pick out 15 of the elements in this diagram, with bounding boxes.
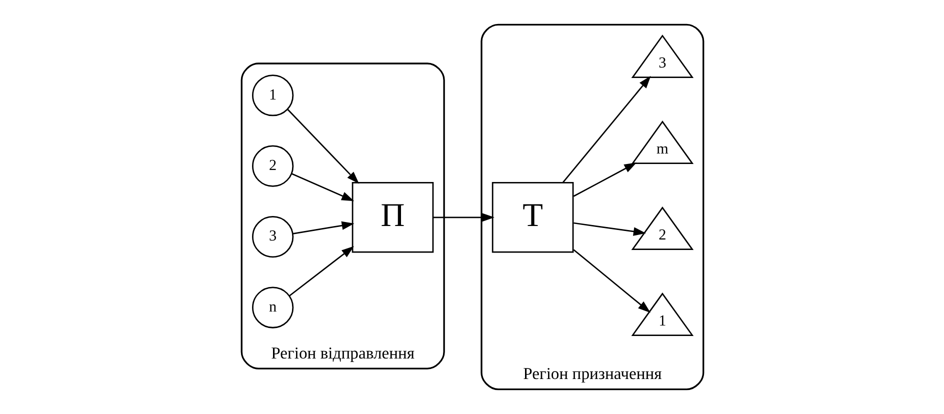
arrow [290, 173, 354, 202]
node-circle: 2 [252, 145, 294, 187]
arrow [432, 213, 494, 222]
arrow [562, 76, 650, 183]
node-circle: n [252, 286, 294, 328]
arrow [292, 221, 354, 234]
arrow [572, 162, 636, 197]
node-circle: 1 [252, 74, 294, 116]
arrow [286, 108, 359, 184]
node-box: T [491, 182, 574, 253]
arrow [573, 222, 646, 236]
node-box: П [351, 182, 434, 253]
node-circle: 3 [252, 216, 294, 258]
arrow [572, 249, 650, 313]
arrow [288, 246, 354, 296]
